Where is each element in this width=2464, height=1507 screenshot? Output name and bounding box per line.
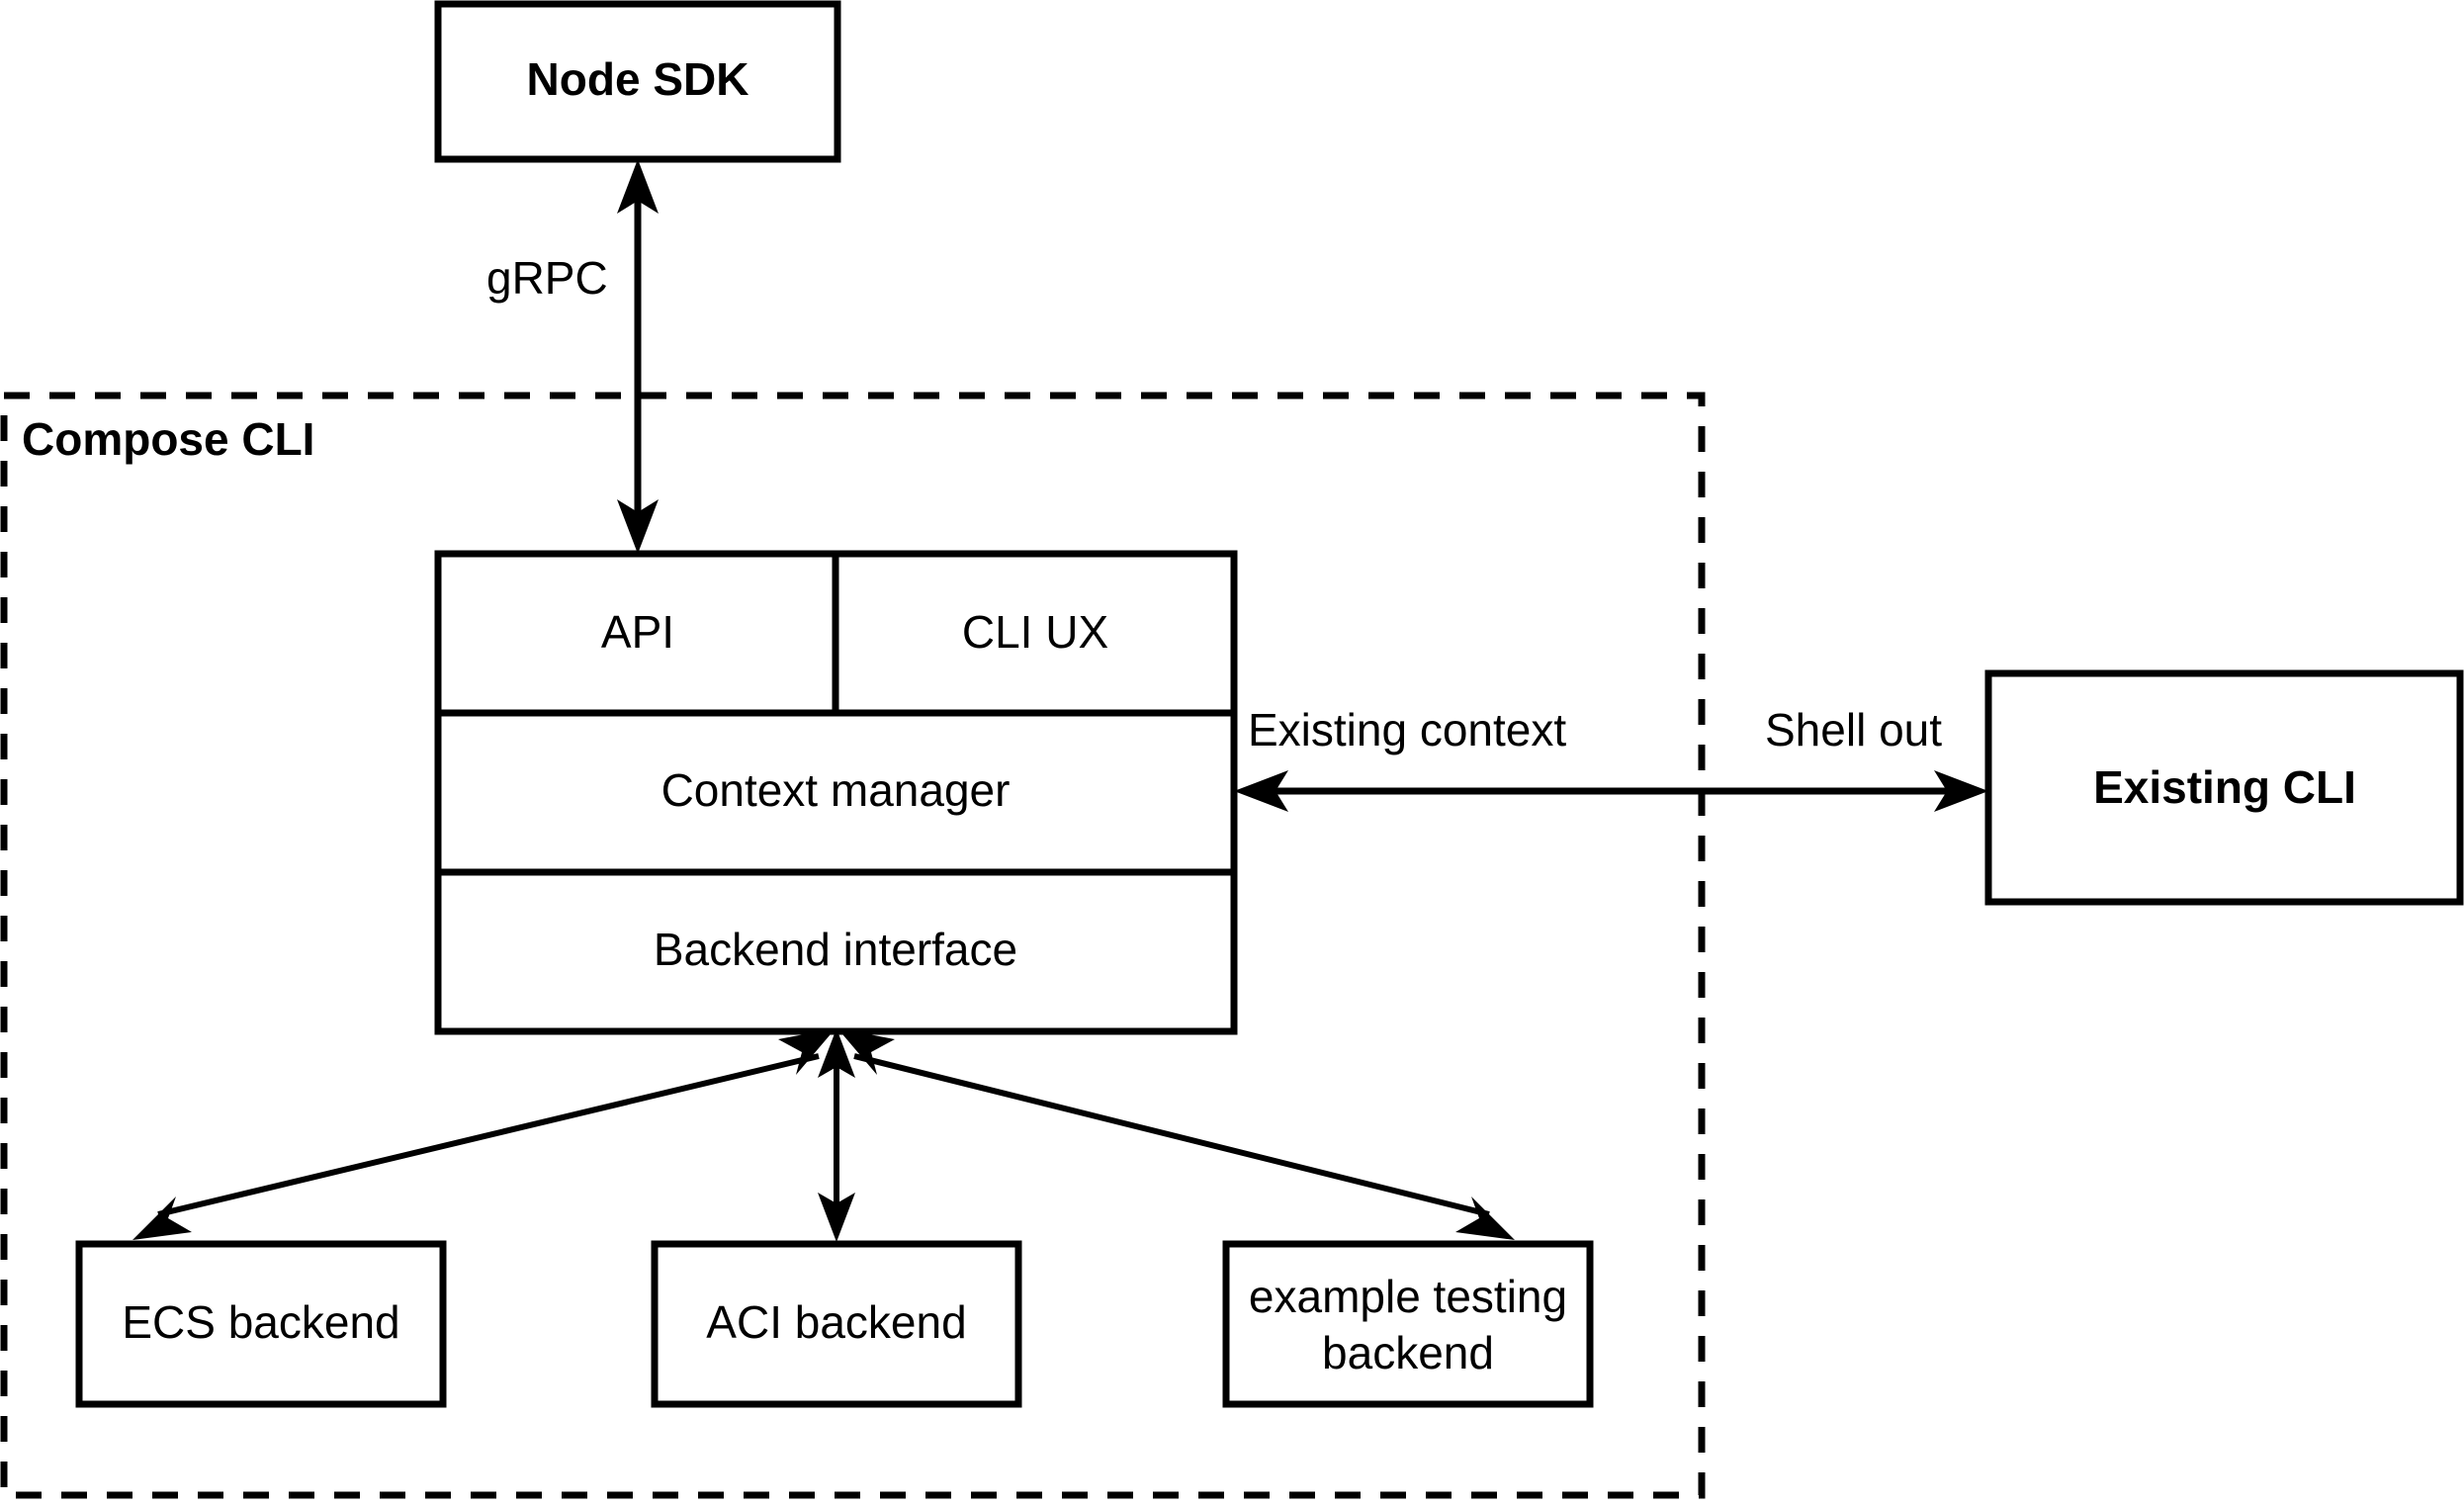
shell-out-arrowhead-right bbox=[1934, 770, 1988, 812]
ecs-backend-box[interactable] bbox=[75, 1240, 447, 1408]
example-testing-backend-label-line1: example testing bbox=[1249, 1271, 1567, 1322]
existing-context-arrowhead-left bbox=[1234, 770, 1288, 812]
existing-context-edge-label: Existing context bbox=[1248, 704, 1566, 755]
node-sdk-label: Node SDK bbox=[527, 53, 749, 105]
cli-ux-label[interactable]: CLI UX bbox=[962, 606, 1108, 658]
grpc-arrowhead-down bbox=[617, 499, 659, 554]
backend-interface-label[interactable]: Backend interface bbox=[654, 924, 1017, 975]
ecs-connector-line bbox=[157, 1053, 820, 1217]
compose-cli-group-boundary bbox=[0, 392, 1706, 1499]
example-arrowhead-down bbox=[1455, 1197, 1515, 1240]
api-label[interactable]: API bbox=[601, 606, 674, 658]
example-testing-backend-box[interactable] bbox=[1222, 1240, 1594, 1408]
aci-backend-label: ACI backend bbox=[706, 1296, 966, 1348]
example-arrowhead-up bbox=[837, 1028, 895, 1075]
grpc-edge-label: gRPC bbox=[486, 252, 608, 304]
existing-cli-box[interactable] bbox=[1984, 669, 2464, 906]
ecs-arrowhead-down bbox=[132, 1197, 192, 1240]
node-sdk-box[interactable] bbox=[434, 0, 841, 163]
aci-backend-box[interactable] bbox=[651, 1240, 1022, 1408]
context-manager-label[interactable]: Context manager bbox=[661, 764, 1011, 816]
grpc-arrowhead-up bbox=[617, 159, 659, 214]
compose-cli-group-label: Compose CLI bbox=[22, 413, 314, 465]
aci-arrowhead-up bbox=[818, 1028, 855, 1078]
aci-arrowhead-down bbox=[818, 1193, 855, 1242]
ecs-arrowhead-up bbox=[778, 1028, 836, 1075]
ecs-backend-label: ECS backend bbox=[122, 1296, 399, 1348]
shell-out-edge-label: Shell out bbox=[1765, 704, 1942, 755]
example-connector-line bbox=[853, 1053, 1490, 1217]
existing-cli-label: Existing CLI bbox=[2093, 761, 2356, 813]
example-testing-backend-label-line2: backend bbox=[1322, 1327, 1494, 1378]
